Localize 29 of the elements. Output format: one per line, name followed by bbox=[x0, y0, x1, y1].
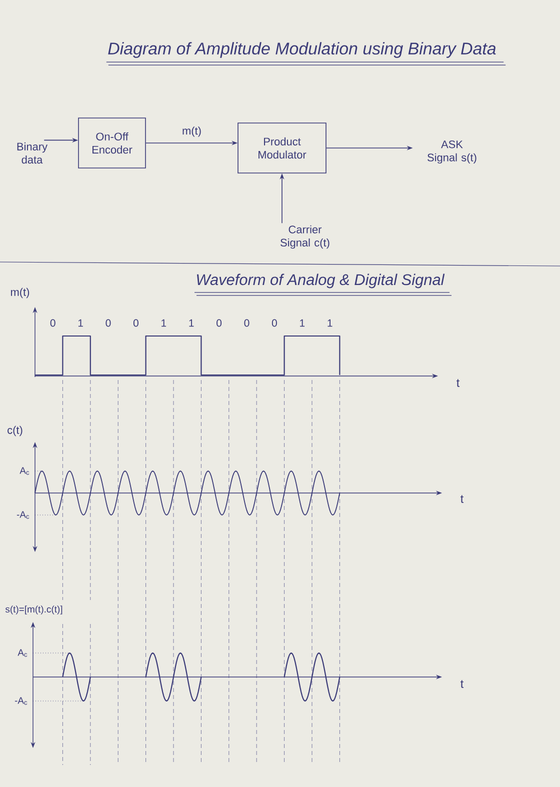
axis-label: c(t) bbox=[8, 426, 22, 436]
bit-label: 0 bbox=[50, 319, 56, 327]
bit-label: 0 bbox=[216, 319, 222, 327]
edge-label: m(t) bbox=[182, 126, 201, 137]
bit-label: 1 bbox=[328, 319, 332, 327]
bit-label: 1 bbox=[189, 319, 194, 327]
tick-label: A$_{c}$ bbox=[20, 467, 30, 475]
tick-label: A$_{c}$ bbox=[18, 649, 28, 657]
block-box: Product Modulator bbox=[238, 122, 326, 174]
signal-label: ASK Signal s(t) bbox=[428, 140, 476, 164]
bit-label: 0 bbox=[133, 319, 138, 327]
axis-label: m(t) bbox=[11, 288, 30, 298]
heading: Waveform of Analog & Digital Signal bbox=[197, 274, 445, 288]
bit-label: 0 bbox=[106, 319, 111, 327]
signal-label: Binary data bbox=[17, 142, 48, 164]
tick-label: -A$_{c}$ bbox=[14, 697, 28, 705]
title: Diagram of Amplitude Modulation using Binary Data bbox=[108, 42, 496, 58]
bit-label: 1 bbox=[162, 319, 166, 327]
block-box: On-Off Encoder bbox=[78, 118, 146, 168]
bit-label: 1 bbox=[300, 319, 305, 327]
tick-label: -A$_{c}$ bbox=[16, 511, 30, 519]
bit-label: 0 bbox=[244, 319, 250, 327]
axis-label: t bbox=[460, 495, 464, 503]
axis-label: t bbox=[456, 379, 460, 387]
bit-label: 1 bbox=[78, 319, 83, 327]
signal-label: Carrier Signal c(t) bbox=[280, 225, 330, 249]
axis-label: s(t)=[m(t).c(t)] bbox=[5, 606, 62, 614]
axis-label: t bbox=[460, 680, 464, 688]
bit-label: 0 bbox=[272, 319, 277, 327]
